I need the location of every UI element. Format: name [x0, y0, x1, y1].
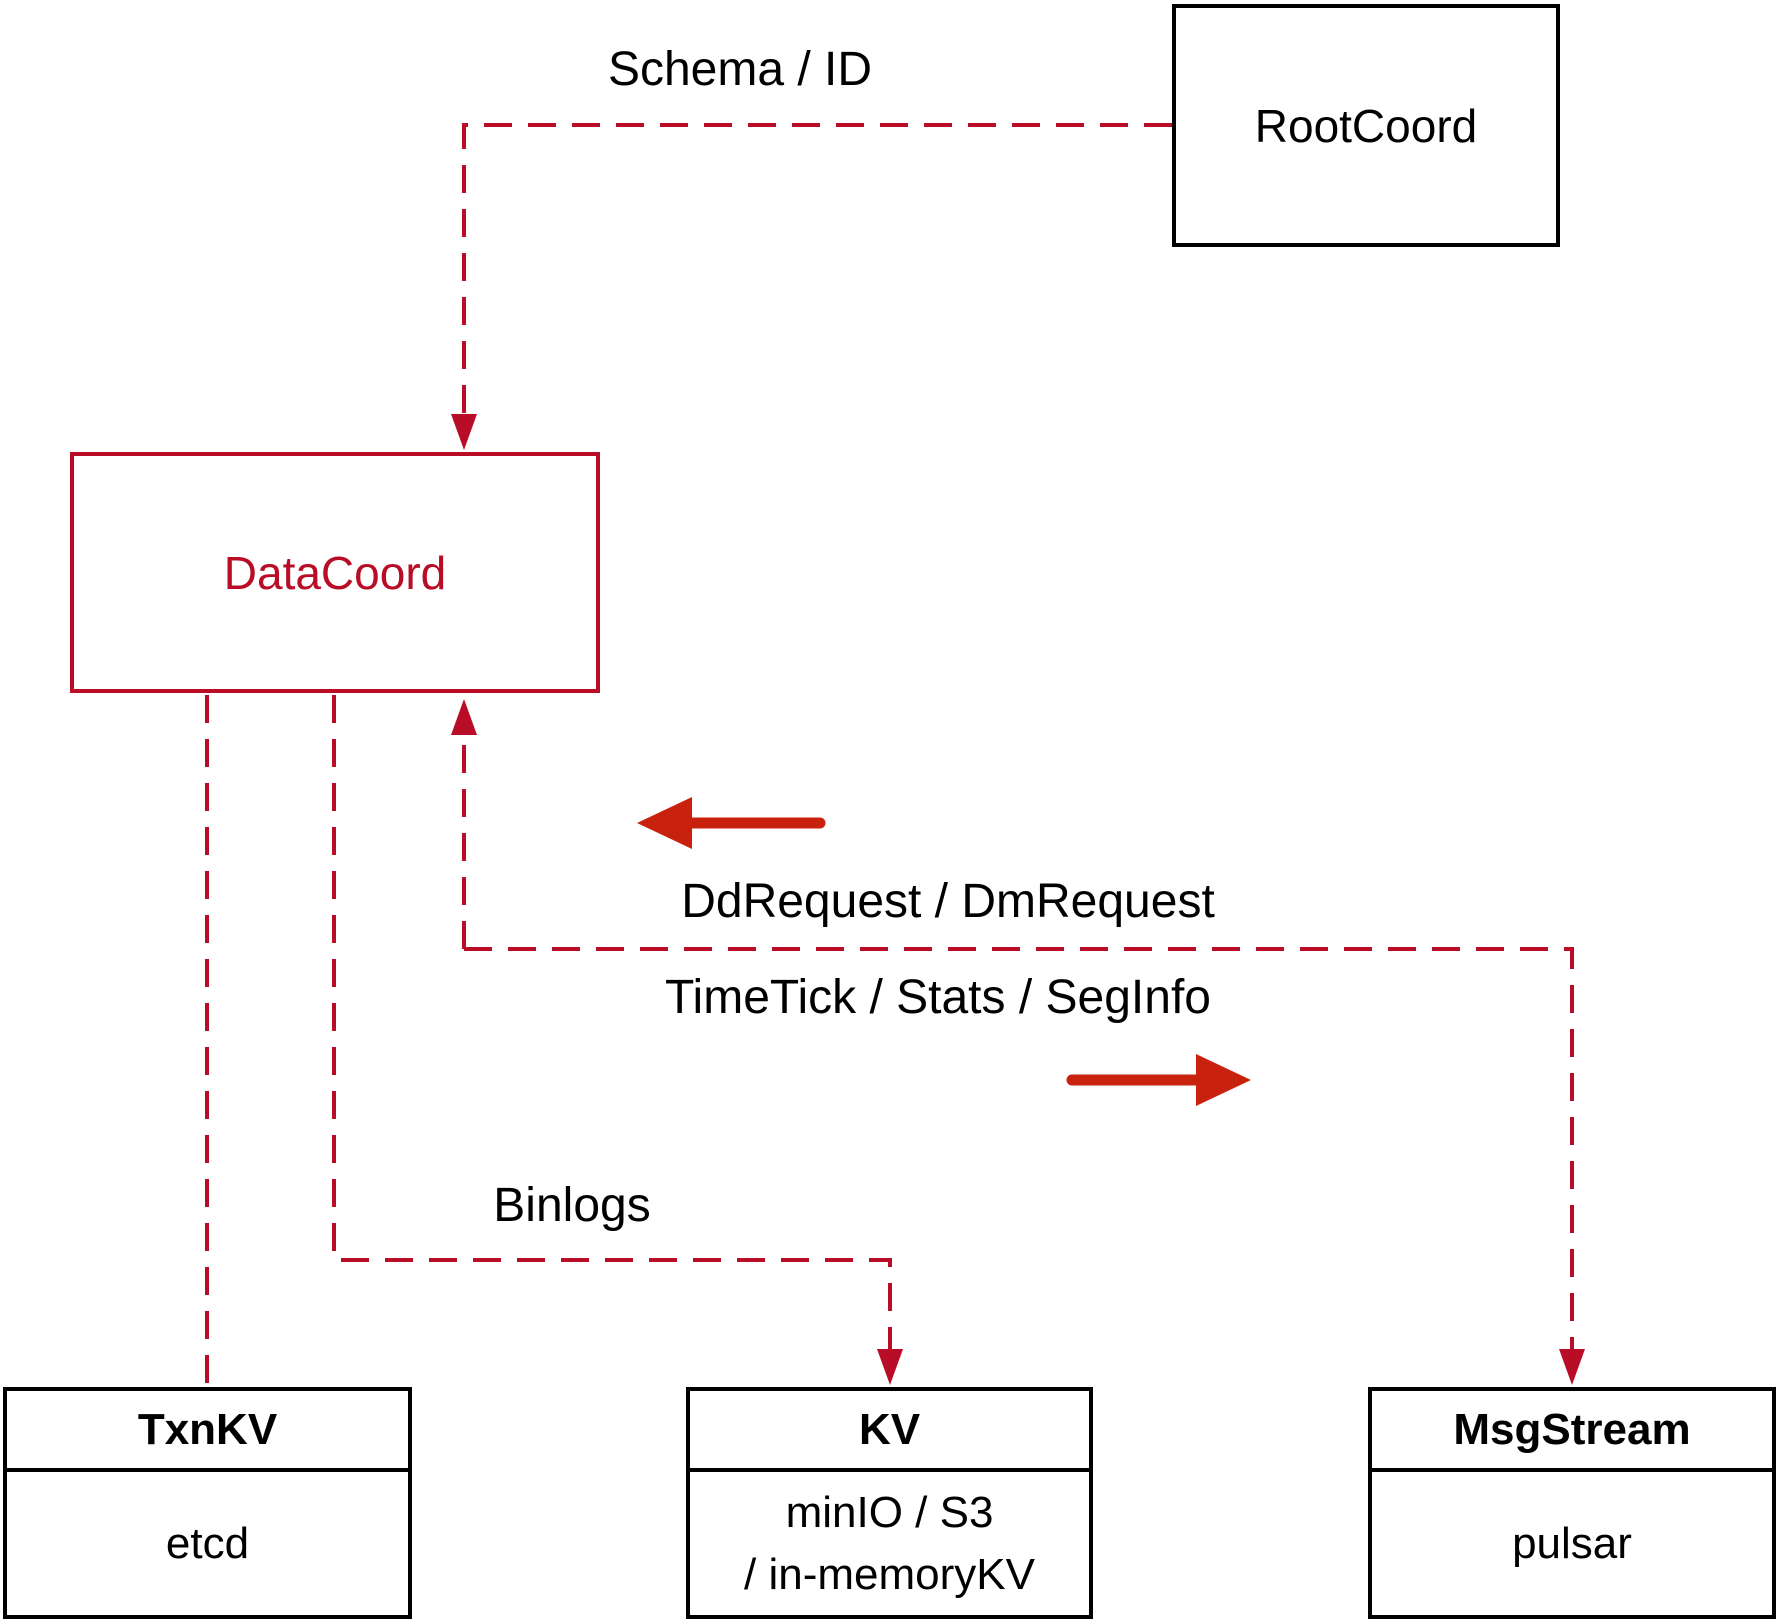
- rootcoord-label: RootCoord: [1254, 99, 1478, 152]
- kv-header: KV: [690, 1391, 1089, 1472]
- datacoord-label: DataCoord: [223, 546, 447, 599]
- binlogs-edge: [332, 695, 892, 1372]
- msgstream-node: MsgStream pulsar: [1368, 1387, 1776, 1619]
- binlogs-arrowhead-icon: [877, 1349, 903, 1385]
- left-direction-arrow-icon: [637, 797, 826, 849]
- schema-id-edge-label: Schema / ID: [607, 43, 873, 96]
- right-direction-arrow-icon: [1066, 1054, 1251, 1106]
- txnkv-node: TxnKV etcd: [3, 1387, 412, 1619]
- msgstream-header: MsgStream: [1372, 1391, 1772, 1472]
- schema-id-edge: [462, 123, 1172, 437]
- msgstream-body: pulsar: [1512, 1518, 1632, 1568]
- datacoord-node: DataCoord: [70, 452, 600, 693]
- kv-body-line1: minIO / S3: [785, 1487, 994, 1537]
- binlogs-edge-label: Binlogs: [493, 1179, 651, 1232]
- kv-body-line2: / in-memoryKV: [744, 1549, 1035, 1599]
- kv-node: KV minIO / S3 / in-memoryKV: [686, 1387, 1093, 1619]
- msgstream-arrowhead-icon: [1559, 1349, 1585, 1385]
- ddrequest-arrowhead-icon: [451, 699, 477, 735]
- msgstream-edge: [464, 947, 1574, 1372]
- ddrequest-edge-label: DdRequest / DmRequest: [681, 875, 1215, 928]
- rootcoord-node: RootCoord: [1172, 4, 1560, 247]
- txnkv-header: TxnKV: [7, 1391, 408, 1472]
- schema-id-arrowhead-icon: [451, 414, 477, 450]
- txnkv-body: etcd: [165, 1518, 250, 1568]
- timetick-edge-label: TimeTick / Stats / SegInfo: [665, 971, 1211, 1024]
